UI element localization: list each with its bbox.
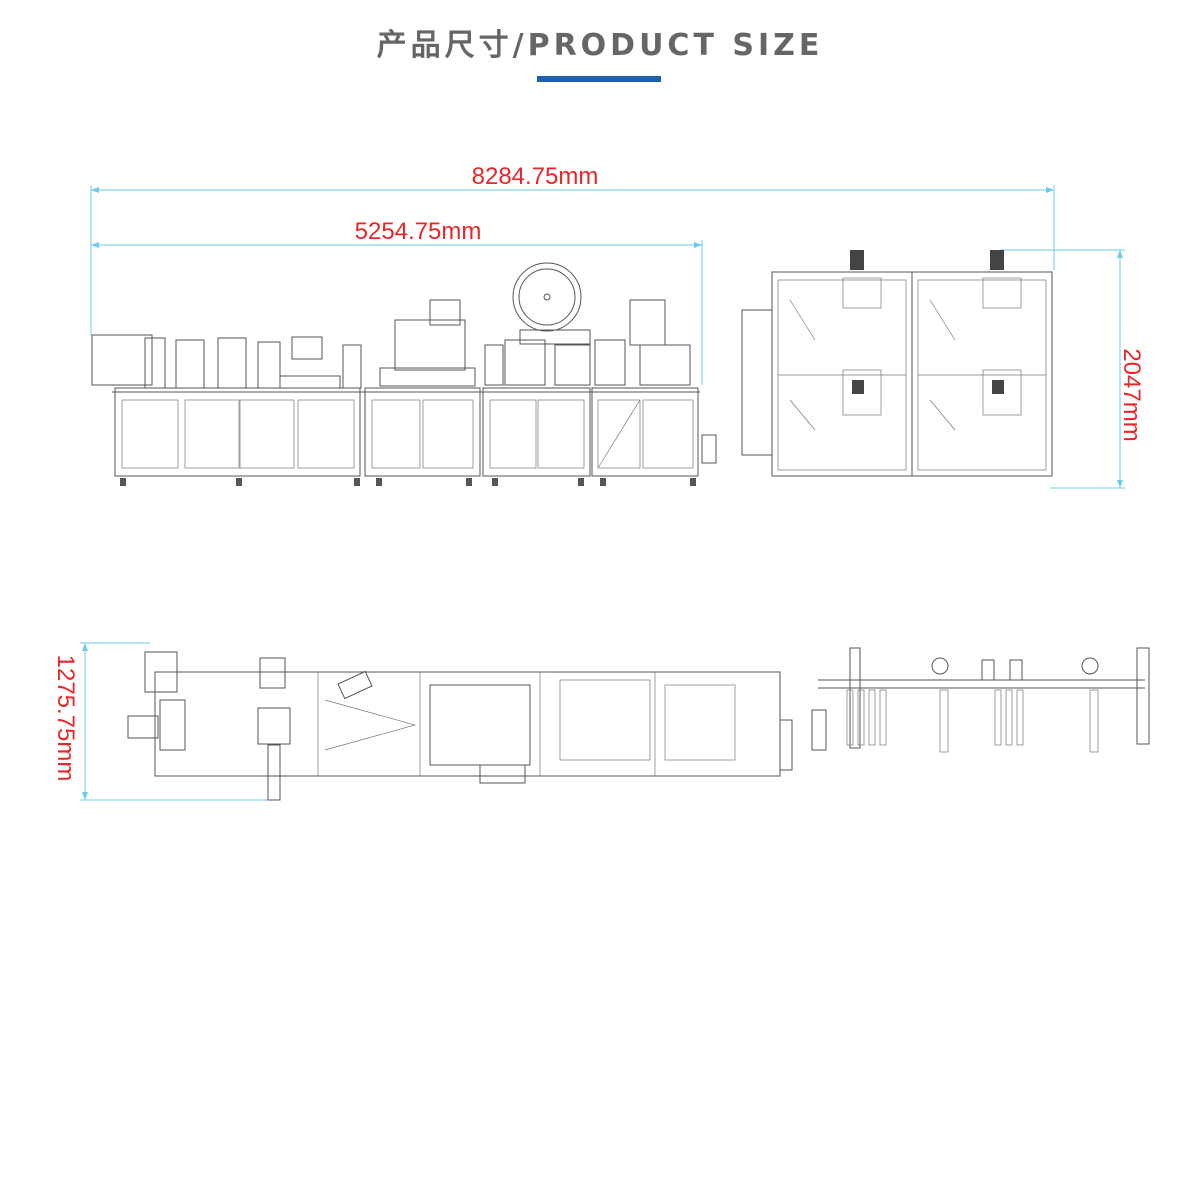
dimension-width xyxy=(80,642,275,801)
right-side-view-drawing xyxy=(811,647,1150,753)
page-title: 产品尺寸/PRODUCT SIZE xyxy=(376,28,824,63)
partial-length-label: 5254.75mm xyxy=(355,218,482,245)
width-label: 1275.75mm xyxy=(52,655,79,782)
title-underline xyxy=(537,76,661,82)
dimension-height xyxy=(1000,249,1125,489)
front-view-drawing xyxy=(91,262,717,486)
dimension-total-length xyxy=(90,185,1055,335)
top-view-drawing xyxy=(127,651,793,801)
dimension-partial-length xyxy=(91,240,703,385)
total-length-label: 8284.75mm xyxy=(472,163,599,190)
height-label: 2047mm xyxy=(1118,348,1145,441)
side-view-drawing xyxy=(741,250,1053,477)
